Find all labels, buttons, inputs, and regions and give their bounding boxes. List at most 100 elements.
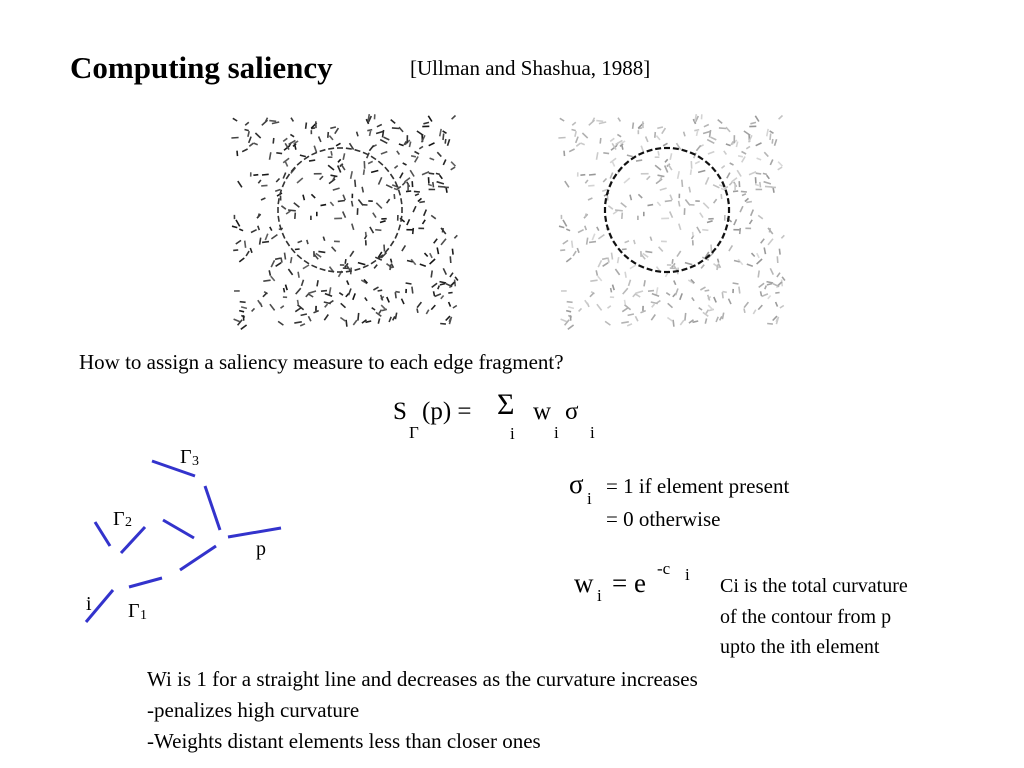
- edge-fragment: [354, 179, 357, 187]
- edge-fragment: [327, 131, 330, 138]
- edge-fragment: [390, 263, 395, 269]
- edge-fragment: [293, 143, 297, 150]
- edge-fragment: [713, 296, 717, 303]
- edge-fragment: [684, 312, 687, 321]
- edge-fragment: [595, 270, 599, 276]
- circle-fragment: [277, 198, 280, 205]
- edge-fragment: [262, 292, 268, 298]
- edge-fragment: [692, 320, 699, 324]
- edge-fragment: [450, 166, 456, 171]
- edge-fragment: [762, 172, 768, 176]
- edge-fragment: [406, 218, 411, 226]
- edge-fragment: [657, 174, 665, 178]
- edge-fragment: [269, 119, 277, 123]
- edge-fragment: [562, 239, 569, 245]
- edge-fragments-image: [231, 113, 459, 330]
- circle-fragment: [612, 173, 618, 180]
- edge-fragment: [450, 281, 456, 287]
- edge-fragment: [589, 292, 595, 298]
- edge-fragment: [682, 131, 686, 137]
- edge-fragment: [432, 291, 436, 297]
- edge-fragment: [377, 251, 383, 259]
- edge-fragment: [620, 202, 627, 208]
- edge-fragment: [591, 233, 596, 241]
- circle-fragment: [638, 151, 645, 156]
- edge-fragment: [236, 319, 243, 326]
- edge-fragment: [421, 171, 430, 176]
- edge-fragment: [728, 181, 733, 186]
- edge-fragment: [695, 130, 699, 137]
- edge-fragment: [345, 319, 348, 327]
- edge-fragment: [779, 304, 785, 309]
- edge-fragment: [567, 324, 575, 330]
- edge-fragment: [672, 264, 678, 271]
- weight-eq: = e: [612, 568, 646, 598]
- edge-fragment: [239, 309, 245, 313]
- circle-fragment: [311, 264, 318, 269]
- edge-fragment: [691, 297, 695, 302]
- edge-fragment: [584, 213, 588, 218]
- edge-fragment: [706, 220, 713, 224]
- edge-fragment: [313, 309, 320, 314]
- edge-fragment: [588, 173, 596, 176]
- edge-fragment: [411, 286, 414, 294]
- edge-fragment: [720, 187, 726, 191]
- edge-fragment: [338, 292, 344, 296]
- edge-fragment: [385, 198, 391, 204]
- curvature-line-2: of the contour from p: [720, 606, 892, 628]
- edge-fragment: [438, 174, 443, 180]
- edge-fragment: [621, 248, 627, 251]
- note-line-3: -Weights distant elements less than clos…: [147, 729, 541, 753]
- circle-fragment: [604, 215, 608, 222]
- circle-fragment: [397, 224, 402, 231]
- edge-fragment: [566, 309, 572, 313]
- edge-fragment: [437, 185, 446, 188]
- edge-fragment: [741, 193, 747, 197]
- edge-fragment: [284, 160, 289, 167]
- edge-fragment: [331, 246, 337, 252]
- edge-fragment: [623, 304, 632, 311]
- edge-fragment: [313, 253, 319, 260]
- formula-w: w: [533, 398, 552, 425]
- edge-fragment: [375, 202, 383, 209]
- edge-fragment: [597, 259, 603, 268]
- edge-fragment: [416, 130, 424, 137]
- edge-fragment: [575, 142, 581, 147]
- edge-fragment: [614, 209, 623, 212]
- edge-fragment: [565, 228, 571, 232]
- formula-sum-sub: i: [510, 424, 515, 443]
- edge-fragment: [429, 258, 436, 265]
- edge-fragment: [399, 172, 404, 179]
- edge-fragment: [373, 286, 379, 291]
- edge-fragment: [590, 279, 598, 282]
- circle-fragment: [672, 269, 679, 273]
- circle-fragment: [389, 173, 395, 180]
- edge-fragment: [656, 201, 662, 207]
- edge-fragment: [405, 282, 412, 285]
- circle-fragment: [724, 189, 729, 196]
- question-text: How to assign a saliency measure to each…: [79, 350, 564, 374]
- edge-fragment: [640, 253, 646, 260]
- edge-fragment: [362, 169, 366, 176]
- edge-fragment: [614, 268, 621, 276]
- edge-fragment: [257, 213, 261, 218]
- edge-fragment: [756, 258, 763, 265]
- sigma-symbol: σ: [569, 469, 584, 499]
- edge-fragment: [257, 179, 262, 184]
- edge-fragment: [563, 150, 566, 157]
- edge-fragment-group: [558, 113, 786, 330]
- edge-fragment: [305, 293, 310, 298]
- edge-fragment: [453, 234, 458, 239]
- circle-fragment: [617, 247, 623, 254]
- weight-w: w: [574, 568, 594, 598]
- edge-fragment: [589, 240, 597, 244]
- edge-fragment: [430, 304, 436, 311]
- edge-fragment: [759, 291, 763, 297]
- edge-fragment: [250, 228, 257, 234]
- edge-fragment: [414, 150, 420, 155]
- edge-fragment: [245, 250, 250, 257]
- circle-fragment: [672, 147, 679, 151]
- edge-fragment: [733, 218, 738, 226]
- edge-fragment: [403, 140, 407, 146]
- edge-fragment: [743, 308, 746, 314]
